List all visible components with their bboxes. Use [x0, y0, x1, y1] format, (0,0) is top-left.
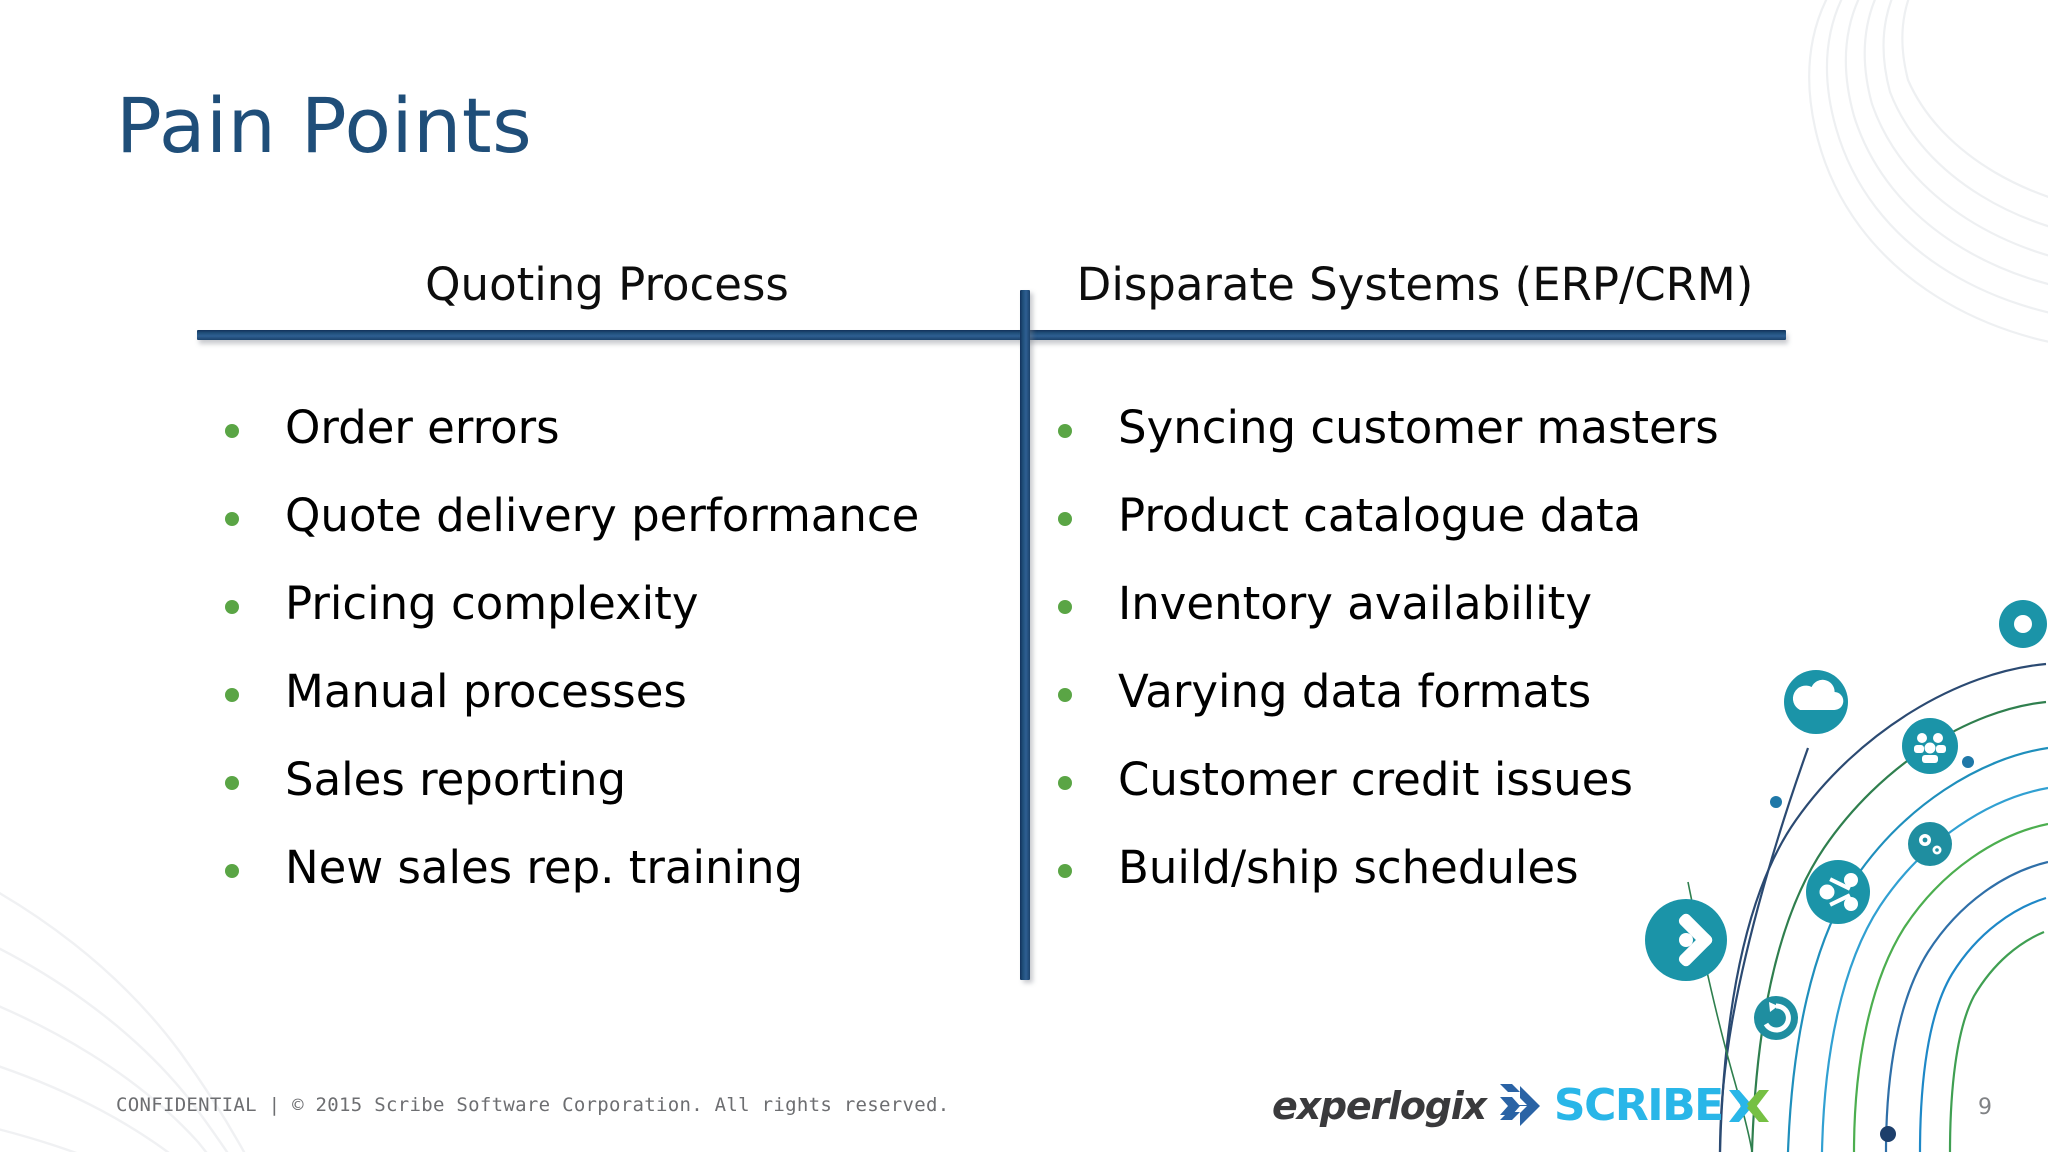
list-item-label: New sales rep. training [285, 841, 804, 894]
list-item-label: Pricing complexity [285, 577, 699, 630]
bullet-list-disparate-systems: Syncing customer masters Product catalog… [1058, 400, 1848, 928]
list-item-label: Build/ship schedules [1118, 841, 1579, 894]
column-header-disparate-systems: Disparate Systems (ERP/CRM) [1076, 258, 1754, 311]
page-number: 9 [1978, 1095, 1992, 1120]
refresh-icon [1754, 996, 1798, 1040]
bullet-dot-icon [225, 688, 239, 702]
bullet-dot-icon [1058, 424, 1072, 438]
list-item-label: Quote delivery performance [285, 489, 920, 542]
logo-lockup: experlogix SCRIBE [1272, 1078, 1773, 1134]
bullet-dot-icon [225, 600, 239, 614]
bullet-dot-icon [225, 424, 239, 438]
horizontal-divider-rule [197, 330, 1786, 340]
list-item: New sales rep. training [225, 840, 985, 928]
list-item: Order errors [225, 400, 985, 488]
list-item-label: Inventory availability [1118, 577, 1592, 630]
circle-node-icon [1880, 1126, 1896, 1142]
vertical-divider-rule [1020, 290, 1030, 980]
bullet-dot-icon [1058, 688, 1072, 702]
list-item: Sales reporting [225, 752, 985, 840]
list-item: Syncing customer masters [1058, 400, 1848, 488]
list-item: Product catalogue data [1058, 488, 1848, 576]
list-item-label: Manual processes [285, 665, 687, 718]
list-item: Customer credit issues [1058, 752, 1848, 840]
scribe-wordmark: SCRIBE [1553, 1080, 1724, 1131]
circle-node-icon [1999, 600, 2047, 648]
list-item: Quote delivery performance [225, 488, 985, 576]
list-item: Build/ship schedules [1058, 840, 1848, 928]
list-item-label: Order errors [285, 401, 560, 454]
bullet-dot-icon [1058, 864, 1072, 878]
x-cross-icon [1728, 1090, 1769, 1122]
bullet-dot-icon [1058, 512, 1072, 526]
bullet-dot-icon [225, 776, 239, 790]
list-item-label: Product catalogue data [1118, 489, 1642, 542]
list-item-label: Varying data formats [1118, 665, 1592, 718]
column-header-quoting-process: Quoting Process [425, 258, 789, 311]
bullet-dot-icon [225, 864, 239, 878]
list-item: Manual processes [225, 664, 985, 752]
list-item: Inventory availability [1058, 576, 1848, 664]
list-item-label: Customer credit issues [1118, 753, 1633, 806]
bullet-dot-icon [1058, 776, 1072, 790]
page-title: Pain Points [116, 81, 533, 170]
bullet-dot-icon [225, 512, 239, 526]
list-item-label: Sales reporting [285, 753, 627, 806]
footer-confidential-notice: CONFIDENTIAL | © 2015 Scribe Software Co… [116, 1094, 950, 1116]
bullet-list-quoting-process: Order errors Quote delivery performance … [225, 400, 985, 928]
users-icon [1902, 718, 1958, 774]
list-item: Pricing complexity [225, 576, 985, 664]
list-item-label: Syncing customer masters [1118, 401, 1719, 454]
list-item: Varying data formats [1058, 664, 1848, 752]
circle-node-icon [1962, 756, 1974, 768]
gear-icon [1908, 822, 1952, 866]
bullet-dot-icon [1058, 600, 1072, 614]
chevron-arrow-icon [1499, 1084, 1540, 1126]
experlogix-wordmark: experlogix [1272, 1084, 1487, 1128]
